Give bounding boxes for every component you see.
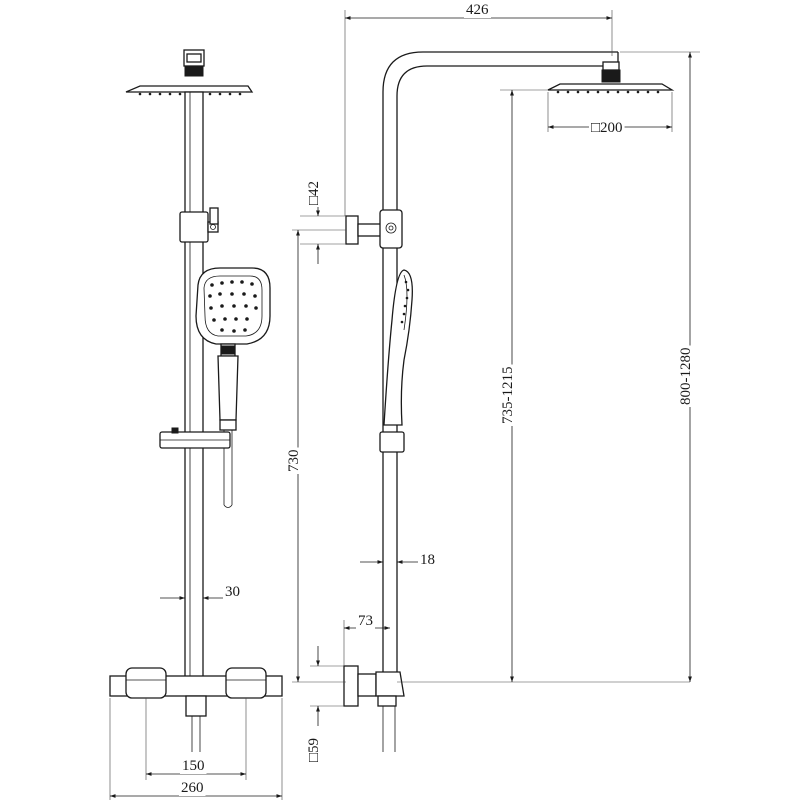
side-rain-head: [547, 61, 675, 94]
dim-label-800-1280: 800-1280: [678, 348, 694, 406]
front-diverter: [179, 207, 219, 243]
front-main-pipe: [184, 91, 204, 683]
dim-label-backing: [589, 120, 625, 136]
dim-label-200: □200: [591, 120, 623, 136]
dim-label-backing: [223, 584, 242, 600]
side-hand-shower-nozzles: [400, 280, 410, 324]
dim-arm-reach: [344, 10, 613, 216]
side-view: 426 □200 □42 730 18: [286, 2, 700, 764]
dim-adjust-range: [397, 89, 690, 683]
dim-label-backing: [306, 178, 322, 207]
front-view: 30 150 260: [109, 49, 283, 800]
dim-label-backing: [500, 364, 516, 426]
dim-label-59: □59: [306, 738, 322, 762]
dim-label-150: 150: [182, 758, 205, 774]
dim-label-260: 260: [181, 780, 204, 796]
front-hand-shower: [195, 267, 271, 508]
side-shower-arm-outer: [382, 51, 618, 682]
front-hand-shower-nozzles: [208, 280, 258, 333]
front-mixer: [109, 667, 283, 752]
dim-label-backing: [418, 552, 437, 568]
dim-label-backing: [180, 758, 207, 774]
dim-label-18: 18: [420, 552, 435, 568]
side-hand-shower: [383, 269, 413, 426]
dim-label-426: 426: [466, 2, 489, 18]
side-slide-holder: [379, 431, 405, 453]
dim-label-backing: [306, 735, 322, 764]
dim-label-735-1215: 735-1215: [500, 367, 516, 425]
dim-label-backing: [179, 780, 206, 796]
dim-label-73: 73: [358, 613, 373, 629]
dim-label-42: □42: [306, 181, 322, 205]
front-slide-holder: [159, 427, 231, 449]
dim-label-backing: [678, 345, 694, 407]
dim-label-730: 730: [286, 450, 302, 473]
dim-label-30: 30: [225, 584, 240, 600]
front-rain-head: [125, 49, 254, 96]
side-rain-head-nozzles: [556, 90, 660, 94]
dim-label-backing: [356, 613, 375, 629]
side-shower-arm-inner: [396, 65, 618, 682]
side-wall-bracket: [345, 209, 403, 249]
dim-label-backing: [464, 2, 491, 18]
dim-label-backing: [286, 447, 302, 474]
side-mixer: [343, 665, 405, 752]
dim-mixer-connector: [310, 646, 344, 726]
